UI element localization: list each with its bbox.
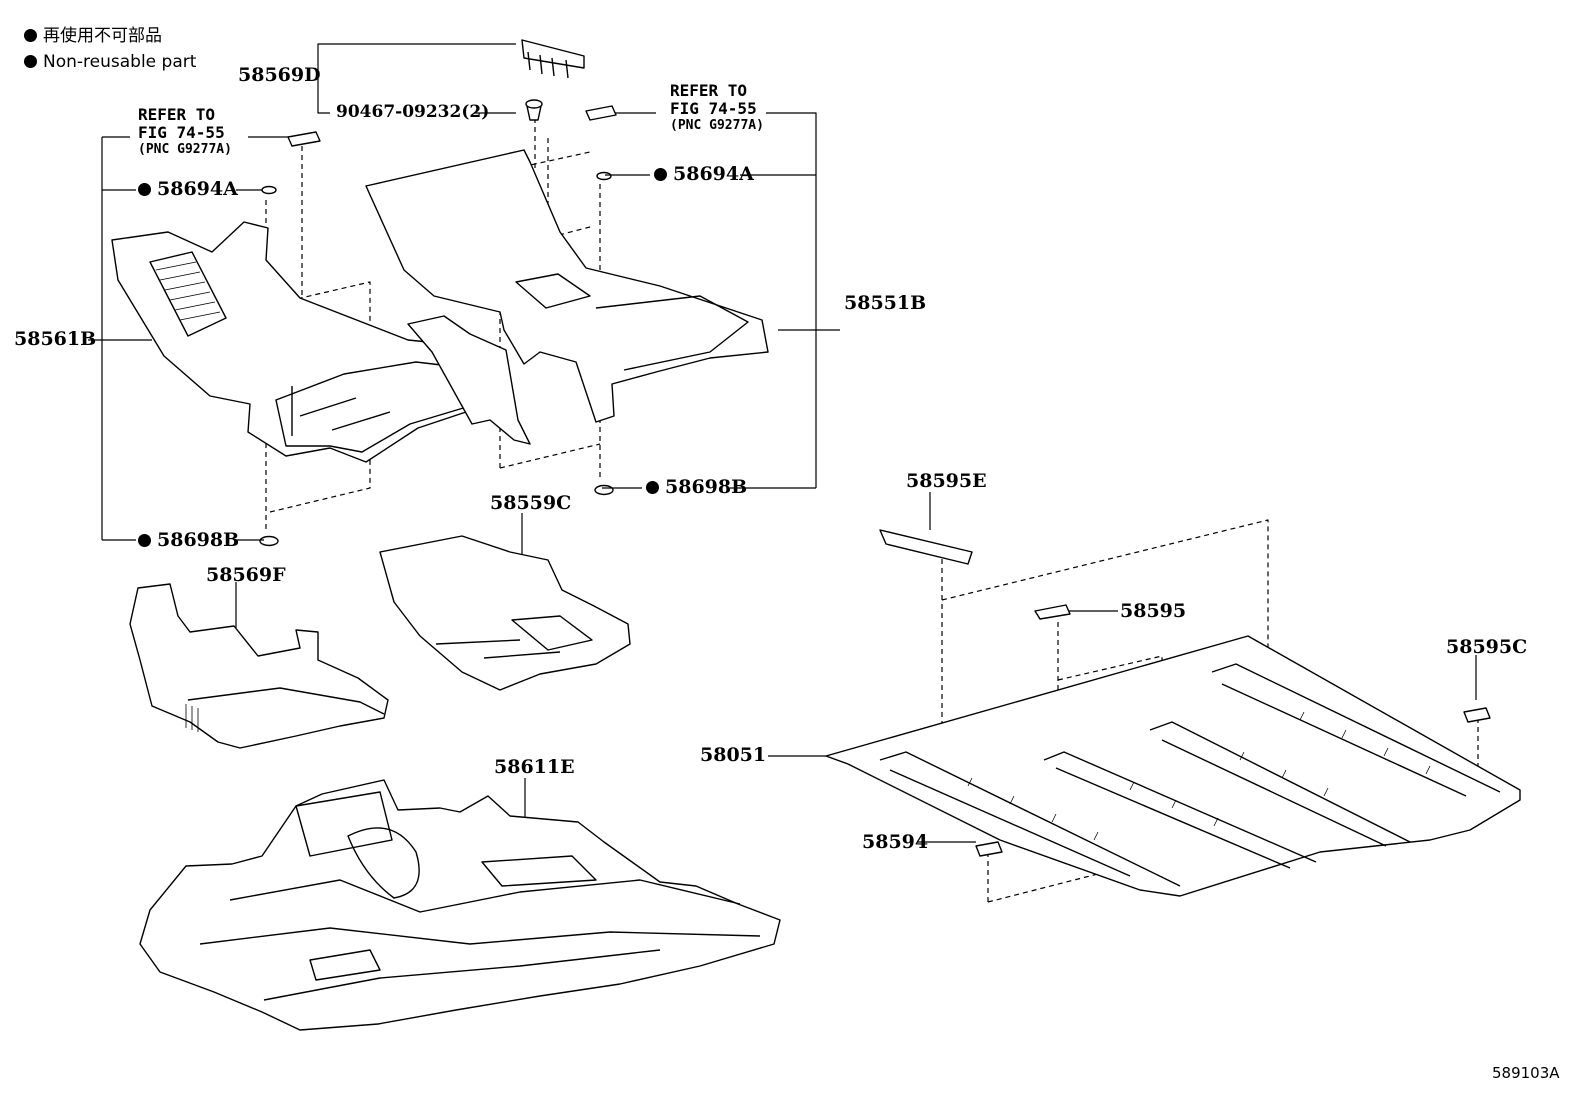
label-58569D: 58569D [238, 64, 321, 86]
label-58594: 58594 [862, 831, 929, 853]
legend-japanese-text: 再使用不可部品 [43, 26, 162, 46]
label-58694A-right: 58694A [654, 165, 754, 184]
legend-english-text: Non-reusable part [43, 52, 197, 72]
refer-note-line1: REFER TO [138, 105, 216, 124]
non-reusable-dot-icon [654, 168, 667, 181]
label-58569F: 58569F [206, 564, 286, 586]
figure-code: 589103A [1492, 1064, 1560, 1082]
legend-japanese: 再使用不可部品 [24, 28, 162, 45]
label-58595: 58595 [1120, 600, 1187, 622]
label-58694A-left: 58694A [138, 180, 238, 199]
label-58694A-right-text: 58694A [673, 163, 754, 185]
refer-note-line2: FIG 74-55 [138, 123, 225, 143]
refer-note-left: REFER TO FIG 74-55 (PNC G9277A) [138, 105, 232, 158]
label-58051: 58051 [700, 744, 767, 766]
non-reusable-dot-icon [24, 55, 37, 68]
refer-note-line3: (PNC G9277A) [138, 141, 232, 157]
refer-note-line3: (PNC G9277A) [670, 117, 764, 133]
legend-english: Non-reusable part [24, 54, 196, 71]
label-58698B-right-text: 58698B [665, 476, 748, 498]
label-58595C: 58595C [1446, 636, 1528, 658]
refer-note-line1: REFER TO [670, 81, 748, 100]
mat-58551B [365, 149, 769, 445]
non-reusable-dot-icon [138, 534, 151, 547]
carpet-58611E [139, 779, 781, 1031]
label-90467-09232: 90467-09232(2) [336, 102, 490, 122]
label-58698B-left: 58698B [138, 531, 239, 550]
non-reusable-dot-icon [24, 29, 37, 42]
label-58694A-left-text: 58694A [157, 178, 238, 200]
refer-note-right: REFER TO FIG 74-55 (PNC G9277A) [670, 81, 764, 134]
label-58551B: 58551B [844, 292, 927, 314]
mat-58569F [129, 583, 389, 749]
label-58698B-left-text: 58698B [157, 529, 240, 551]
board-58051 [825, 635, 1521, 897]
label-58611E: 58611E [494, 756, 575, 778]
refer-note-line2: FIG 74-55 [670, 99, 757, 119]
non-reusable-dot-icon [138, 183, 151, 196]
fasteners [259, 39, 1491, 857]
mat-58559C [379, 535, 631, 691]
non-reusable-dot-icon [646, 481, 659, 494]
label-58561B: 58561B [14, 328, 97, 350]
label-58595E: 58595E [906, 470, 987, 492]
label-58698B-right: 58698B [646, 478, 747, 497]
mat-58561B [111, 221, 497, 463]
label-58559C: 58559C [490, 492, 572, 514]
